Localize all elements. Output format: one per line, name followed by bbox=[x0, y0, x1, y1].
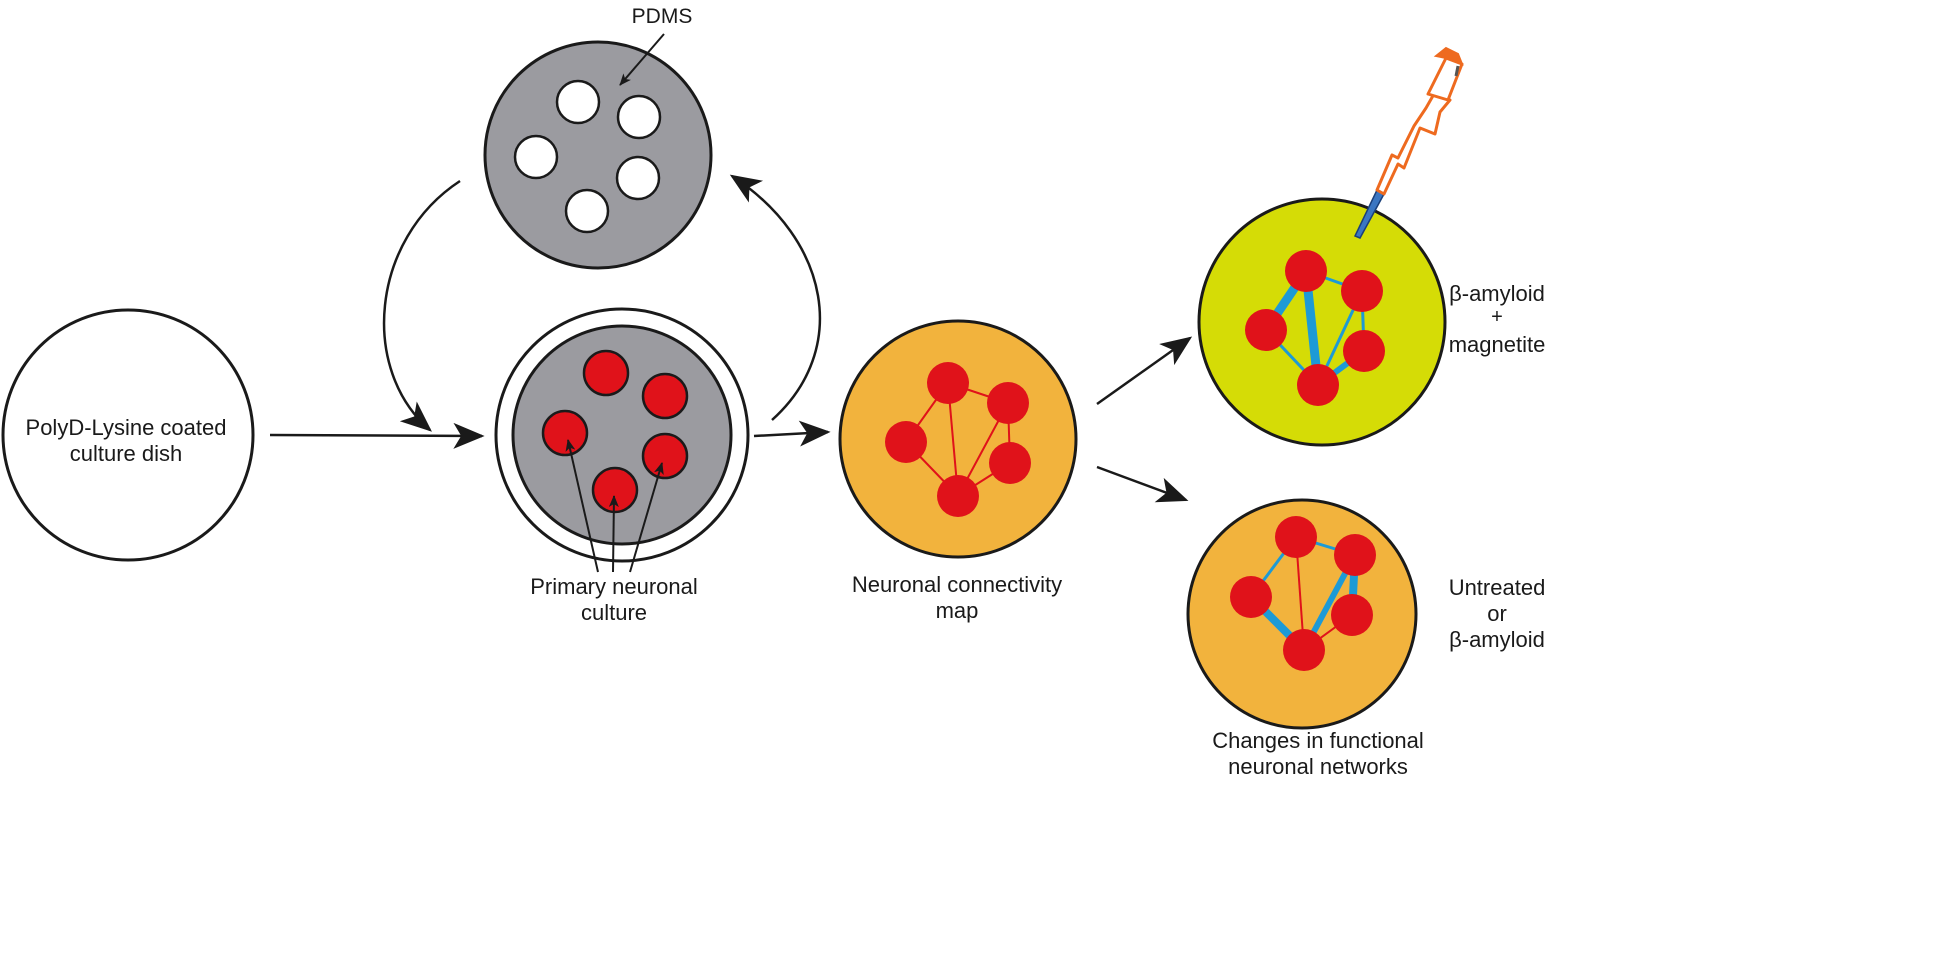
untreated-label-line2: or bbox=[1487, 601, 1507, 626]
neuron-node bbox=[1334, 534, 1376, 576]
neuron-cluster bbox=[641, 432, 689, 480]
neuron-cluster bbox=[641, 372, 689, 420]
treated-dish bbox=[1197, 197, 1447, 447]
neuron-node bbox=[1285, 250, 1327, 292]
neuron-node bbox=[987, 382, 1029, 424]
connectivity-label-line1: Neuronal connectivity bbox=[852, 572, 1062, 597]
neuron-cluster bbox=[582, 349, 630, 397]
pdms-well bbox=[555, 79, 601, 125]
coated-culture-dish: PolyD-Lysine coated culture dish bbox=[1, 308, 255, 562]
curved-arrow-pdms-to-culture bbox=[382, 179, 461, 432]
neuron-node bbox=[1297, 364, 1339, 406]
treated-label-line3: magnetite bbox=[1449, 332, 1546, 357]
neuron-node bbox=[1283, 629, 1325, 671]
arrow-culture-to-map bbox=[753, 420, 831, 447]
primary-culture-label-line1: Primary neuronal bbox=[530, 574, 698, 599]
pdms-well bbox=[513, 134, 559, 180]
neuron-node bbox=[937, 475, 979, 517]
curved-arrow-culture-to-pdms bbox=[729, 174, 822, 421]
untreated-label-line3: β-amyloid bbox=[1449, 627, 1545, 652]
neuron-node bbox=[927, 362, 969, 404]
neuron-node bbox=[1275, 516, 1317, 558]
arrow-map-to-untreated bbox=[1096, 465, 1189, 503]
pdms-well bbox=[616, 94, 662, 140]
primary-culture-label-line2: culture bbox=[581, 600, 647, 625]
treated-label-line2: + bbox=[1491, 306, 1503, 328]
neuron-node bbox=[989, 442, 1031, 484]
changes-label-line2: neuronal networks bbox=[1228, 754, 1408, 779]
connectivity-label-line2: map bbox=[936, 598, 979, 623]
treated-label-line1: β-amyloid bbox=[1449, 281, 1545, 306]
changes-label-line1: Changes in functional bbox=[1212, 728, 1424, 753]
pdms-label: PDMS bbox=[632, 5, 693, 28]
coated-dish-label-line2: culture dish bbox=[70, 441, 183, 466]
neuron-node bbox=[1230, 576, 1272, 618]
neuron-node bbox=[1245, 309, 1287, 351]
untreated-dish bbox=[1186, 498, 1418, 730]
neuron-cluster bbox=[591, 466, 639, 514]
culture-pointer-arrows bbox=[565, 439, 664, 573]
connectivity-map-dish bbox=[838, 319, 1078, 559]
pdms-pointer-arrow bbox=[619, 33, 665, 86]
pdms-mold bbox=[483, 40, 713, 270]
arrow-dish-to-culture bbox=[269, 422, 485, 449]
pdms-well bbox=[564, 188, 610, 234]
neuron-node bbox=[885, 421, 927, 463]
pdms-well bbox=[615, 155, 661, 201]
neuron-node bbox=[1343, 330, 1385, 372]
pipette-icon bbox=[1353, 46, 1464, 239]
arrow-map-to-treated bbox=[1096, 336, 1193, 406]
neuron-node bbox=[1331, 594, 1373, 636]
coated-dish-label-line1: PolyD-Lysine coated bbox=[26, 415, 227, 440]
primary-culture-dish bbox=[494, 307, 750, 563]
neuron-cluster bbox=[541, 409, 589, 457]
neuron-node bbox=[1341, 270, 1383, 312]
untreated-label-line1: Untreated bbox=[1449, 575, 1546, 600]
